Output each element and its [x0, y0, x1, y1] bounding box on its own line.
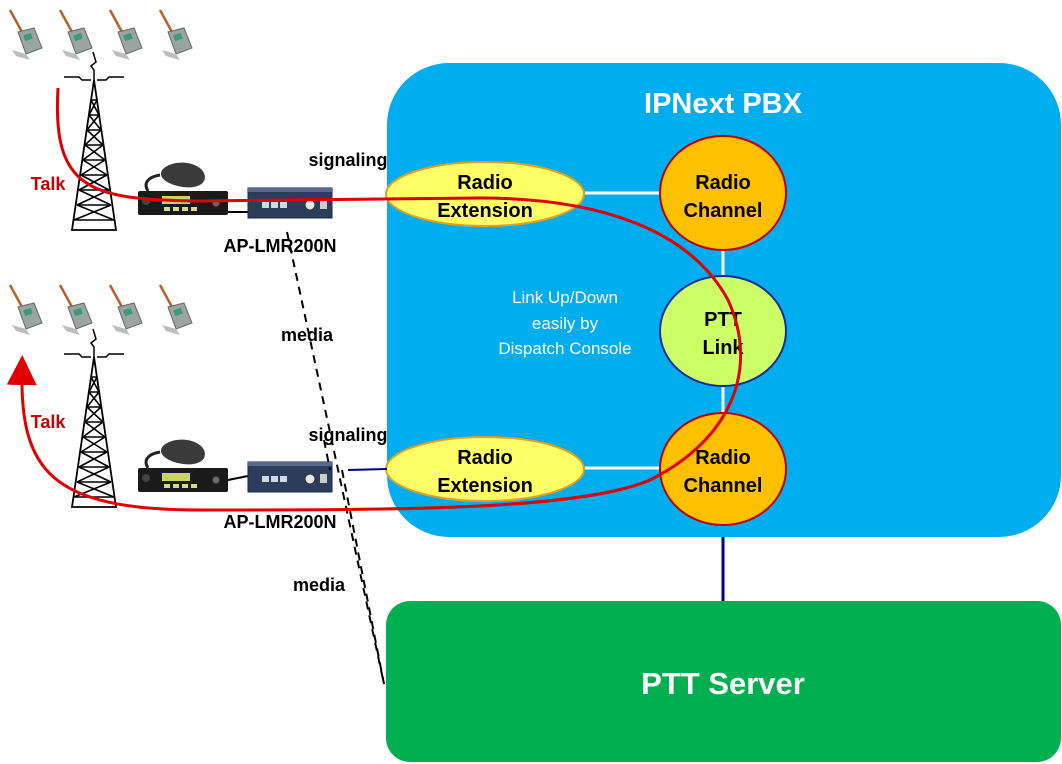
handheld-radios-2	[8, 283, 194, 337]
ptt-link[interactable]	[659, 275, 787, 387]
pbx-title: IPNext PBX	[644, 88, 803, 120]
gateway-device-icon-2	[247, 461, 333, 493]
radio-extension-1-line1: Radio	[457, 172, 513, 194]
handheld-radio-icon	[58, 8, 94, 62]
link-note-line3: Dispatch Console	[498, 339, 631, 358]
gateway-1-talk-label: Talk	[31, 174, 67, 194]
signaling-line-2	[347, 468, 388, 471]
gateway-2-talk-label: Talk	[31, 412, 67, 432]
gateway-device-icon-1	[247, 187, 333, 219]
radio-extension-2-line2: Extension	[437, 475, 533, 497]
gateway-2-media-label: media	[293, 575, 346, 595]
radio-tower-icon-1	[63, 51, 125, 231]
radio-channel-2-line2: Channel	[684, 475, 763, 497]
handheld-radio-icon	[158, 8, 194, 62]
talk-path	[6, 87, 743, 512]
ptt-server-label: PTT Server	[641, 666, 805, 701]
gateway-1-model: AP-LMR200N	[223, 236, 336, 256]
link-note-line2: easily by	[532, 314, 599, 333]
link-note-line1: Link Up/Down	[512, 288, 618, 307]
radio-extension-1[interactable]	[385, 161, 585, 227]
ptt-link-line2: Link	[702, 337, 744, 359]
handheld-radio-icon	[58, 283, 94, 337]
radio-extension-2-line1: Radio	[457, 447, 513, 469]
radio-tower-icon-2	[63, 328, 125, 508]
handheld-radio-icon	[158, 283, 194, 337]
handheld-radio-icon	[8, 283, 44, 337]
gateway-2-model: AP-LMR200N	[223, 512, 336, 532]
handheld-radio-icon	[108, 283, 144, 337]
radio-channel-1-line1: Radio	[695, 172, 751, 194]
radio-channel-2[interactable]	[659, 412, 787, 526]
ptt-server-box	[386, 601, 1061, 762]
gateway-1-signaling-label: signaling	[308, 150, 387, 170]
gateway-1-media-label: media	[281, 325, 334, 345]
radio-channel-1[interactable]	[659, 135, 787, 251]
gateway-2-signaling-label: signaling	[308, 425, 387, 445]
handheld-radio-icon	[108, 8, 144, 62]
radio-extension-1-line2: Extension	[437, 200, 533, 222]
radio-channel-1-line2: Channel	[684, 200, 763, 222]
handheld-radio-icon	[8, 8, 44, 62]
handheld-radios-1	[8, 8, 194, 62]
media-line-2	[341, 469, 385, 685]
mobile-radio-icon-2	[136, 438, 230, 494]
radio-channel-2-line1: Radio	[695, 447, 751, 469]
mobile-radio-icon-1	[136, 161, 230, 217]
media-line-1	[286, 231, 385, 685]
